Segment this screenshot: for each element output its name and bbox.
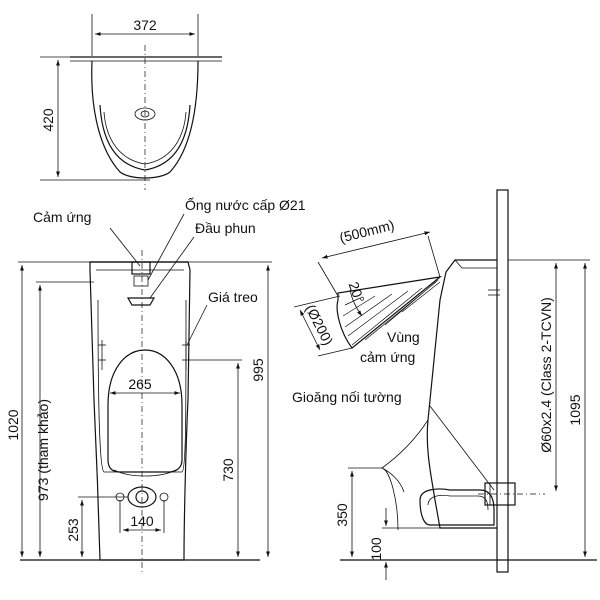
label-gioang: Gioăng nối tường <box>292 389 402 405</box>
dim-350: 350 <box>334 503 350 527</box>
dim-1095: 1095 <box>567 394 583 425</box>
top-view: 372 420 <box>40 14 222 190</box>
side-view-body <box>426 259 497 529</box>
label-ong-nuoc: Ống nước cấp Ø21 <box>185 196 306 213</box>
label-vung: Vùng <box>387 329 420 345</box>
label-cam-ung: Cảm ứng <box>33 209 91 225</box>
front-view: 1020 973 (tham khảo) 265 995 730 253 140… <box>5 196 306 575</box>
dim-top-width: 372 <box>133 17 157 33</box>
label-cam-ung-zone: cảm ứng <box>360 349 415 365</box>
dim-height-ref: 973 (tham khảo) <box>35 399 51 501</box>
sensor-window <box>131 261 151 275</box>
dim-front-width: 265 <box>128 376 152 392</box>
dim-range: (500mm) <box>338 217 396 246</box>
dim-height-total: 1020 <box>5 409 21 440</box>
dim-100: 100 <box>368 537 384 561</box>
wall <box>496 189 509 573</box>
dim-253: 253 <box>65 518 81 542</box>
dim-140: 140 <box>130 513 154 529</box>
dim-pipe: Ø60x2.4 (Class 2-TCVN) <box>538 297 554 453</box>
waste-pipe <box>478 480 545 508</box>
label-gia-treo: Giá treo <box>208 289 258 305</box>
dim-730: 730 <box>220 458 236 482</box>
dim-angle: 20° <box>346 280 368 305</box>
spray-head <box>126 297 156 306</box>
side-view: (500mm) (Ø200) 20° Vùng cảm ứng Gioăng n… <box>292 189 597 580</box>
hanger-left <box>98 340 106 370</box>
label-dau-phun: Đầu phun <box>195 220 256 236</box>
sensing-zone <box>336 276 443 349</box>
dim-top-depth: 420 <box>40 108 56 132</box>
dim-995: 995 <box>250 358 266 382</box>
